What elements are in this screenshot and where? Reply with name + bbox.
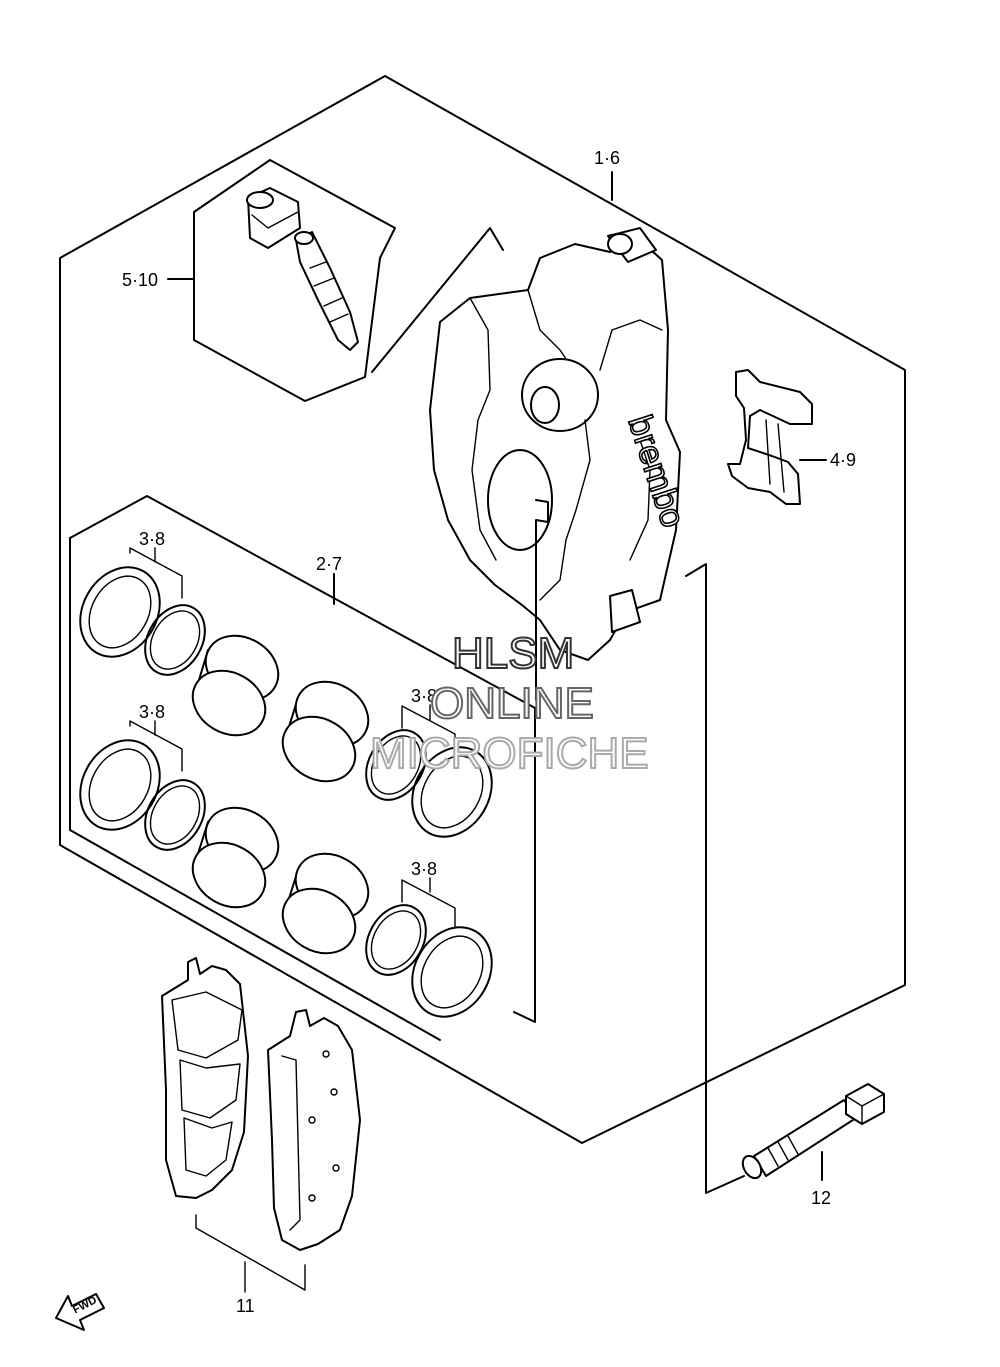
pad-spring	[727, 369, 813, 505]
label-seal-set-d: 3·8	[411, 859, 437, 879]
watermark: HLSM ONLINE MICROFICHE	[369, 628, 650, 779]
label-brake-pads: 11	[236, 1296, 255, 1316]
seal-ring-2	[144, 604, 206, 676]
watermark-line-1: HLSM	[452, 629, 574, 678]
piston-1	[191, 634, 280, 737]
seal-ring-8	[411, 926, 493, 1018]
brake-caliper-body: brembo	[429, 227, 693, 661]
brake-pad-1	[161, 957, 249, 1199]
brake-pad-2	[267, 1009, 361, 1251]
caliper-assembly-boundary	[59, 75, 906, 1144]
label-bleeder-kit: 5·10	[122, 270, 158, 290]
forward-direction-arrow: FWD	[55, 1293, 105, 1331]
label-mounting-bolt: 12	[811, 1188, 831, 1208]
watermark-line-2: ONLINE	[430, 679, 594, 728]
seal-ring-6	[144, 779, 206, 851]
piston-3	[191, 806, 280, 909]
seal-ring-5	[79, 739, 161, 831]
label-piston-set: 2·7	[316, 554, 342, 574]
watermark-line-3: MICROFICHE	[370, 729, 649, 778]
piston-4	[281, 852, 370, 955]
piston-2	[281, 680, 370, 783]
bleeder-kit-frame	[193, 159, 396, 402]
mounting-bolt	[741, 1083, 885, 1180]
label-seal-set-c: 3·8	[411, 686, 437, 706]
piston-seal-frame	[69, 495, 536, 1023]
seal-ring-4	[411, 746, 493, 838]
label-caliper-assembly: 1·6	[594, 148, 620, 168]
label-seal-set-a: 3·8	[139, 529, 165, 549]
label-pad-spring: 4·9	[830, 450, 856, 470]
label-seal-set-b: 3·8	[139, 702, 165, 722]
seal-ring-1	[79, 566, 161, 658]
bleeder-screw	[294, 231, 359, 351]
seal-ring-7	[365, 904, 427, 976]
seal-ring-3	[365, 729, 427, 801]
bleeder-cap	[246, 187, 301, 249]
